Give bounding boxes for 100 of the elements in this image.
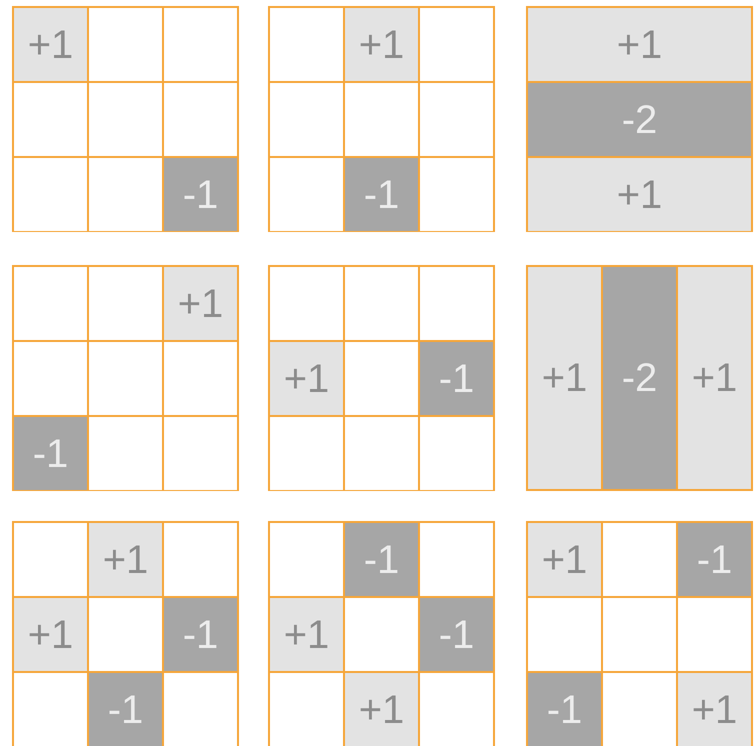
- grid-cell: [344, 7, 419, 82]
- grid-cell: [269, 416, 344, 491]
- grid-cell: [13, 522, 88, 597]
- cell-value: +1: [358, 24, 404, 64]
- grid-cell: [163, 522, 238, 597]
- grid-cell: [602, 597, 677, 672]
- grid-cell: [527, 7, 752, 82]
- cell-value: -2: [622, 100, 658, 140]
- grid-cell: [13, 157, 88, 232]
- grid-cell: [88, 522, 163, 597]
- kernel-grid: [12, 265, 239, 491]
- grid-cell: [13, 7, 88, 82]
- grid-cell: [344, 341, 419, 416]
- grid-cell: [527, 672, 602, 746]
- grid-cell: [527, 266, 602, 490]
- kernel-grid: [526, 265, 753, 491]
- grid-cell: [88, 416, 163, 491]
- grid-cell: [269, 597, 344, 672]
- cell-value: +1: [28, 24, 74, 64]
- grid-cell: [344, 597, 419, 672]
- grid-cell: [344, 522, 419, 597]
- cell-value: -1: [108, 690, 144, 730]
- cell-value: +1: [542, 358, 588, 398]
- grid-cell: [344, 672, 419, 746]
- grid-cell: [88, 341, 163, 416]
- grid-cell: [163, 266, 238, 341]
- grid-cell: [269, 341, 344, 416]
- cell-value: +1: [616, 24, 662, 64]
- grid-cell: [602, 672, 677, 746]
- kernel-grid: [268, 6, 495, 232]
- cell-value: +1: [284, 358, 330, 398]
- cell-value: +1: [284, 614, 330, 654]
- grid-cell: [677, 597, 752, 672]
- cell-value: -1: [364, 174, 400, 214]
- cell-value: -1: [438, 358, 474, 398]
- cell-value: -1: [32, 434, 68, 474]
- grid-cell: [419, 266, 494, 341]
- grid-cell: [344, 266, 419, 341]
- grid-cell: [419, 7, 494, 82]
- grid-cell: [344, 157, 419, 232]
- grid-cell: [677, 266, 752, 490]
- grid-cell: [88, 597, 163, 672]
- grid-cell: [527, 82, 752, 157]
- grid-cell: [88, 157, 163, 232]
- grid-cell: [13, 341, 88, 416]
- grid-cell: [419, 522, 494, 597]
- cell-value: +1: [28, 614, 74, 654]
- cell-value: -1: [438, 614, 474, 654]
- cell-value: +1: [692, 690, 738, 730]
- grid-cell: [163, 7, 238, 82]
- grid-cell: [13, 597, 88, 672]
- kernel-grid: [268, 265, 495, 491]
- grid-cell: [269, 82, 344, 157]
- kernel-grid: [526, 521, 753, 746]
- grid-cell: [163, 672, 238, 746]
- grid-cell: [419, 341, 494, 416]
- grid-cell: [13, 82, 88, 157]
- cell-value: -1: [546, 690, 582, 730]
- grid-cell: [163, 597, 238, 672]
- grid-cell: [419, 416, 494, 491]
- cell-value: -2: [622, 358, 658, 398]
- grid-cell: [419, 82, 494, 157]
- grid-cell: [344, 416, 419, 491]
- grid-cell: [13, 672, 88, 746]
- cell-value: -1: [364, 540, 400, 580]
- cell-value: +1: [692, 358, 738, 398]
- cell-value: +1: [102, 540, 148, 580]
- grid-cell: [602, 266, 677, 490]
- grid-cell: [163, 82, 238, 157]
- cell-value: +1: [178, 284, 224, 324]
- grid-cell: [527, 522, 602, 597]
- grid-cell: [419, 597, 494, 672]
- cell-value: -1: [696, 540, 732, 580]
- grid-cell: [163, 416, 238, 491]
- cell-value: +1: [542, 540, 588, 580]
- cell-value: +1: [616, 174, 662, 214]
- grid-cell: [269, 672, 344, 746]
- kernel-grid: [12, 6, 239, 232]
- grid-cell: [527, 597, 602, 672]
- grid-cell: [677, 672, 752, 746]
- grid-cell: [88, 82, 163, 157]
- grid-cell: [419, 672, 494, 746]
- grid-cell: [269, 157, 344, 232]
- grid-cell: [88, 7, 163, 82]
- kernel-grid: [268, 521, 495, 746]
- grid-cell: [13, 266, 88, 341]
- grid-cell: [527, 157, 752, 232]
- grid-cell: [269, 266, 344, 341]
- grid-cell: [602, 522, 677, 597]
- grid-cell: [419, 157, 494, 232]
- kernel-grid: [12, 521, 239, 746]
- cell-value: -1: [182, 174, 218, 214]
- cell-value: +1: [358, 690, 404, 730]
- grid-cell: [163, 341, 238, 416]
- grid-cell: [677, 522, 752, 597]
- grid-cell: [88, 672, 163, 746]
- grid-cell: [163, 157, 238, 232]
- grid-cell: [13, 416, 88, 491]
- grid-cell: [344, 82, 419, 157]
- kernel-grid: [526, 6, 753, 232]
